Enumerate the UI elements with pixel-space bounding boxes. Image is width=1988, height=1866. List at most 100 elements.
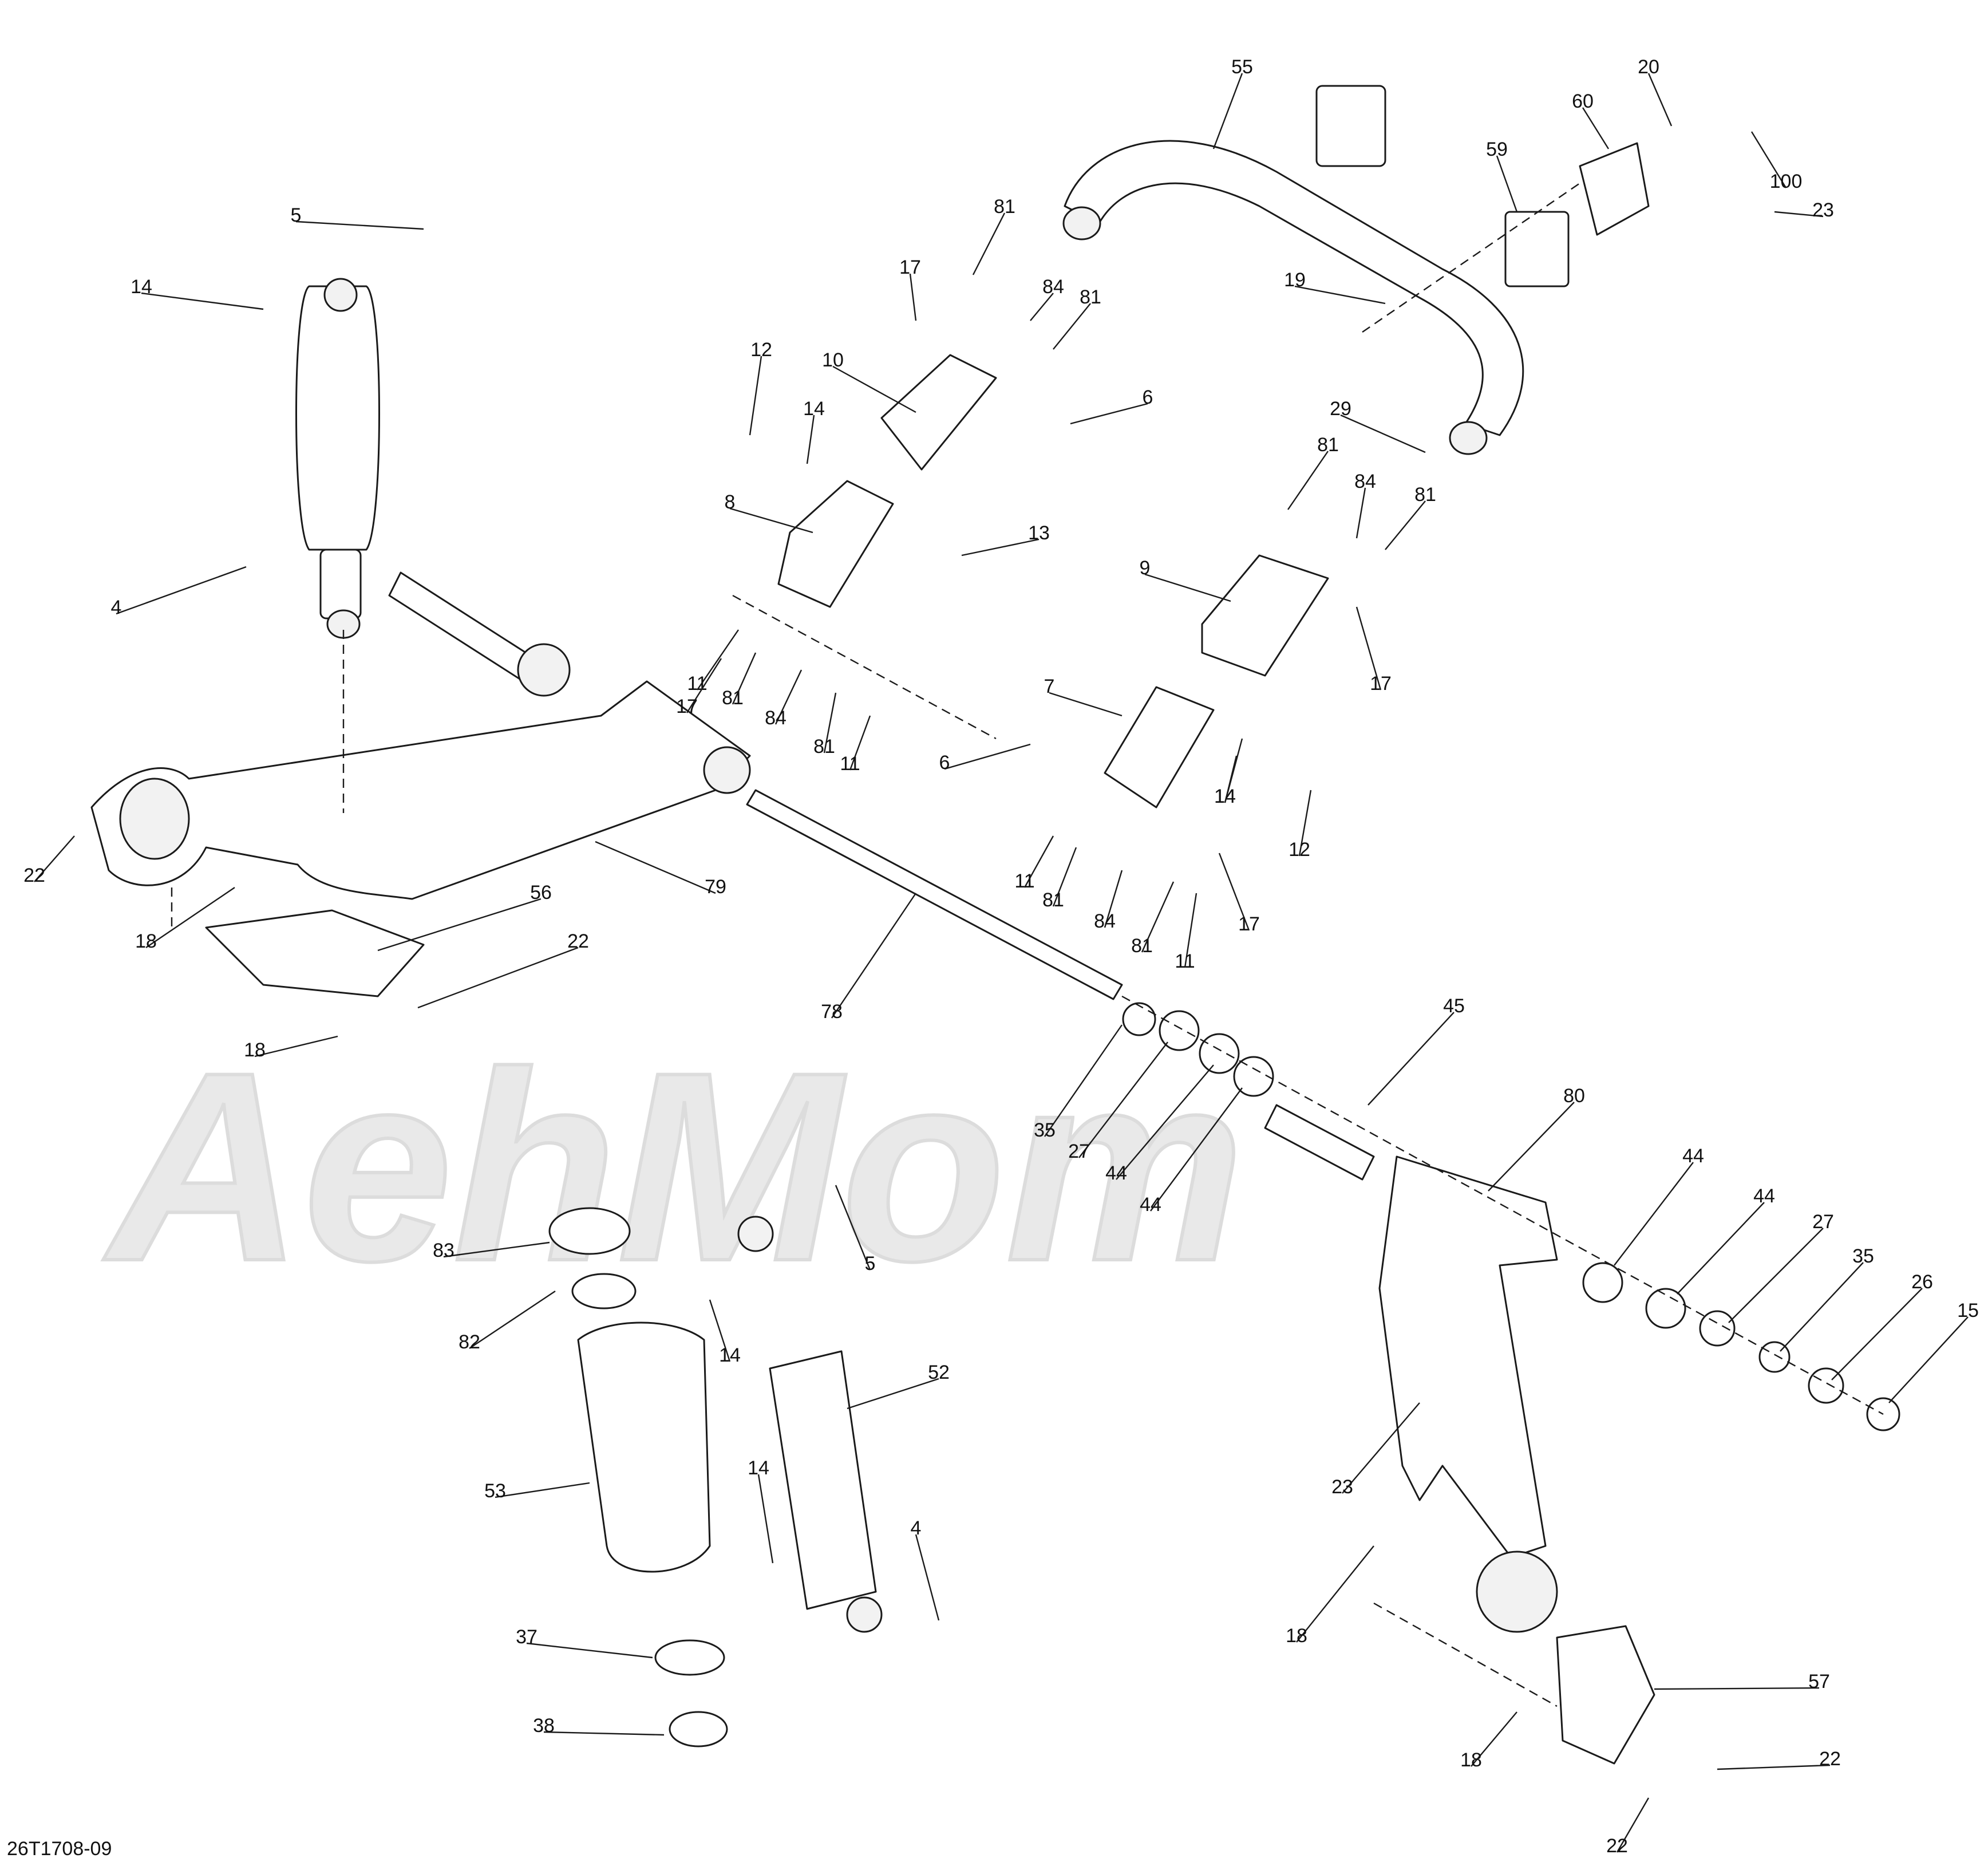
watermark-logo: AehMom xyxy=(98,1015,1246,1319)
shock-body-52 xyxy=(769,1350,877,1610)
callout-number: 44 xyxy=(1682,1145,1704,1167)
stabilizer-bar-end-right xyxy=(1449,421,1488,455)
callout-leader xyxy=(295,220,424,230)
seal-27-b xyxy=(1699,1310,1736,1347)
swing-arm-80 xyxy=(1378,1155,1558,1559)
bracket-9 xyxy=(1201,554,1329,677)
callout-number: 7 xyxy=(1044,676,1055,697)
callout-number: 19 xyxy=(1284,269,1306,291)
callout-leader xyxy=(686,658,722,713)
callout-number: 29 xyxy=(1330,398,1351,420)
callout-leader xyxy=(1888,1316,1969,1403)
callout-number: 81 xyxy=(1080,286,1101,308)
callout-leader xyxy=(1023,835,1054,888)
callout-leader xyxy=(417,946,579,1009)
adjuster-38 xyxy=(669,1711,728,1747)
callout-leader xyxy=(835,1185,871,1271)
bearing-44-d xyxy=(1645,1288,1686,1329)
callout-leader xyxy=(1831,1288,1923,1380)
shock-absorber-left xyxy=(295,285,380,551)
callout-number: 11 xyxy=(840,753,860,775)
callout-leader xyxy=(1340,414,1426,453)
callout-number: 12 xyxy=(1289,839,1310,861)
callout-leader xyxy=(1104,870,1123,928)
callout-leader xyxy=(34,835,75,882)
callout-leader xyxy=(377,898,542,952)
spring-53 xyxy=(577,1321,711,1573)
shock-52-eye-bottom xyxy=(846,1596,883,1633)
callout-number: 84 xyxy=(1042,276,1064,298)
callout-leader xyxy=(469,1291,556,1349)
callout-leader xyxy=(849,715,871,771)
callout-number: 14 xyxy=(1214,786,1236,807)
callout-number: 22 xyxy=(23,865,45,886)
callout-number: 11 xyxy=(687,673,707,695)
callout-leader xyxy=(1052,847,1077,907)
shock-absorber-left-eye-top xyxy=(323,278,358,312)
swing-arm-79 xyxy=(90,680,751,900)
callout-number: 53 xyxy=(484,1480,506,1502)
callout-number: 81 xyxy=(813,736,835,758)
callout-number: 37 xyxy=(516,1626,537,1648)
callout-number: 44 xyxy=(1140,1194,1161,1216)
callout-leader xyxy=(1078,1042,1168,1158)
callout-leader xyxy=(732,652,757,705)
watermark-text: AehMom xyxy=(100,1016,1244,1317)
bushing-block-top xyxy=(1315,85,1386,167)
callout-number: 17 xyxy=(899,257,921,278)
skid-plate-57 xyxy=(1556,1625,1655,1765)
callout-leader xyxy=(915,1534,940,1621)
bearing-44-c xyxy=(1582,1262,1623,1303)
bearing-44-b xyxy=(1233,1056,1274,1097)
bracket-7 xyxy=(1104,686,1215,808)
callout-number: 6 xyxy=(1143,386,1153,408)
bushing-59 xyxy=(1504,211,1570,287)
callout-leader xyxy=(1049,692,1123,717)
callout-number: 82 xyxy=(459,1331,480,1353)
callout-leader xyxy=(141,292,264,310)
callout-number: 4 xyxy=(111,597,122,618)
callout-number: 27 xyxy=(1812,1211,1834,1233)
callout-leader xyxy=(1150,1087,1243,1212)
callout-number: 23 xyxy=(1812,199,1834,221)
callout-leader xyxy=(1385,500,1426,550)
swing-arm-79-pivot xyxy=(703,746,751,794)
callout-leader xyxy=(543,1731,665,1736)
callout-number: 18 xyxy=(1286,1625,1307,1647)
callout-leader xyxy=(1116,1064,1214,1180)
callout-number: 4 xyxy=(911,1517,922,1539)
bracket-60 xyxy=(1579,142,1650,236)
callout-number: 14 xyxy=(131,276,152,298)
callout-number: 56 xyxy=(530,882,552,904)
callout-leader xyxy=(832,365,916,413)
callout-number: 17 xyxy=(676,696,698,717)
callout-number: 59 xyxy=(1486,139,1508,160)
callout-leader xyxy=(1298,790,1312,857)
callout-number: 23 xyxy=(1331,1476,1353,1498)
callout-leader xyxy=(1614,1162,1694,1266)
callout-leader xyxy=(595,841,716,894)
callout-leader xyxy=(697,629,739,691)
callout-leader xyxy=(729,507,813,534)
callout-number: 81 xyxy=(994,196,1015,218)
callout-leader xyxy=(1582,107,1610,149)
callout-leader xyxy=(1212,73,1243,149)
callout-leader xyxy=(1677,1202,1765,1295)
callout-number: 22 xyxy=(567,930,589,952)
skid-plate-56 xyxy=(205,909,425,997)
callout-leader xyxy=(254,1035,338,1058)
bracket-10 xyxy=(880,354,997,471)
callout-number: 44 xyxy=(1753,1185,1775,1207)
retainer-82 xyxy=(571,1273,637,1309)
callout-leader xyxy=(1044,1024,1123,1137)
callout-leader xyxy=(749,356,762,436)
callout-leader xyxy=(1355,606,1382,691)
callout-leader xyxy=(1053,303,1091,350)
callout-number: 15 xyxy=(1957,1300,1979,1321)
callout-number: 57 xyxy=(1808,1671,1830,1693)
callout-number: 20 xyxy=(1638,56,1659,78)
assembly-line xyxy=(1373,1602,1558,1707)
callout-leader xyxy=(757,1474,774,1564)
callout-number: 44 xyxy=(1105,1162,1127,1184)
